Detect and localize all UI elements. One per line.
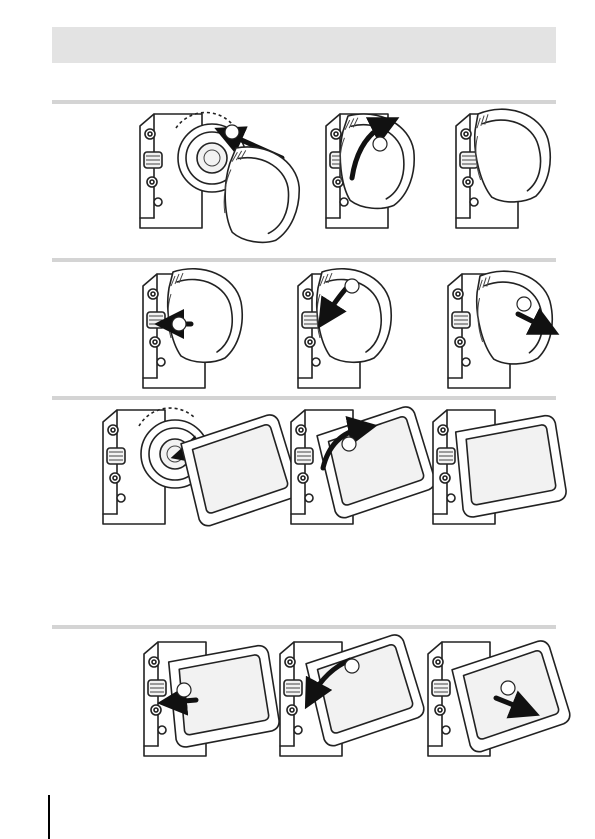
attach-lens-cap-step3-illustration	[448, 108, 595, 258]
step-badge-2	[373, 137, 387, 151]
step-badge-3	[501, 681, 515, 695]
remove-lens-cap-step3-illustration	[440, 268, 595, 418]
attach-filter-step1-illustration	[95, 404, 275, 554]
remove-lens-cap-step1-illustration	[135, 268, 315, 418]
attach-filter-step3-illustration	[425, 404, 595, 554]
section-divider-remove-lens-cap	[52, 258, 556, 262]
step-badge-1	[225, 125, 239, 139]
remove-filter-step3-illustration	[420, 636, 595, 786]
step-badge-2	[342, 437, 356, 451]
section-header-bar	[52, 27, 556, 63]
step-badge-2	[345, 279, 359, 293]
section-divider-remove-filter	[52, 625, 556, 629]
step-badge-3	[517, 297, 531, 311]
page-margin-rule	[48, 795, 50, 839]
step-badge-1	[172, 317, 186, 331]
step-badge-1	[177, 683, 191, 697]
section-divider-attach-lens-cap	[52, 100, 556, 104]
attach-lens-cap-step1-illustration	[132, 108, 312, 258]
step-badge-2	[345, 659, 359, 673]
